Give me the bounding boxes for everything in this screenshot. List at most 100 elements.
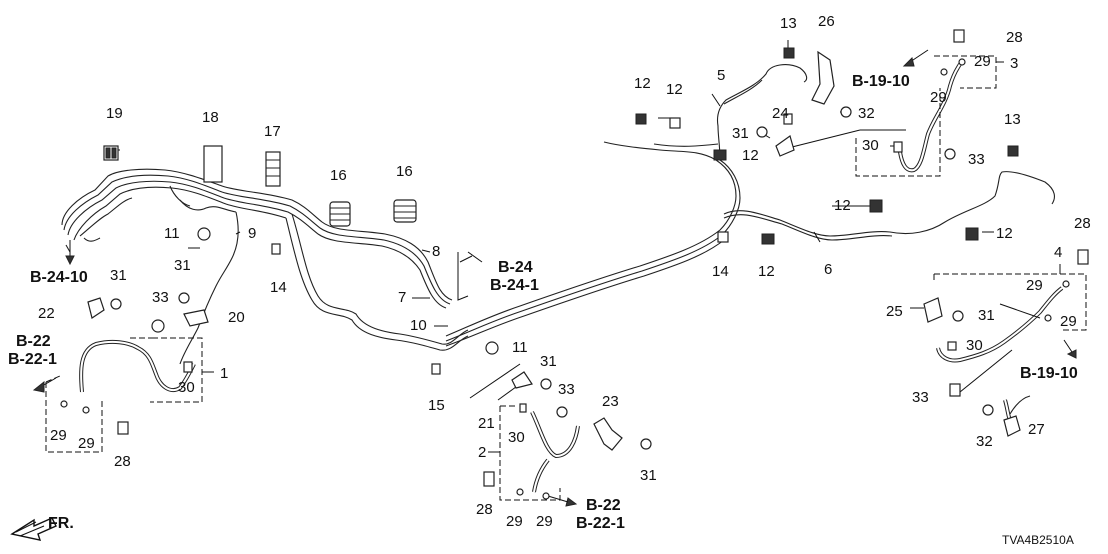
- callout-8: 8: [432, 243, 440, 260]
- callout-29g: 29: [1026, 277, 1043, 294]
- callout-11b: 11: [512, 339, 528, 356]
- callout-30b: 30: [508, 429, 525, 446]
- callout-32a: 32: [858, 105, 875, 122]
- bracket-20-icon: [183, 309, 209, 327]
- callout-30c: 30: [862, 137, 879, 154]
- callout-labels: 1 2 3 4 5 6 7 8 9 10 11 11 12 12 12 12 1…: [38, 13, 1091, 530]
- callout-22: 22: [38, 305, 55, 322]
- callout-31d: 31: [640, 467, 657, 484]
- clip-17-icon: [265, 151, 281, 187]
- bracket-27-icon: [1003, 395, 1031, 437]
- grommet-11-icon: [197, 227, 499, 355]
- clip-16b-icon: [393, 199, 417, 223]
- callout-12d: 12: [758, 263, 775, 280]
- callout-31c: 31: [540, 353, 557, 370]
- callout-29f: 29: [974, 53, 991, 70]
- callout-31a: 31: [110, 267, 127, 284]
- bracket-24-icon: [775, 135, 795, 157]
- callout-15: 15: [428, 397, 445, 414]
- bracket-23-icon: [593, 417, 623, 451]
- callout-9: 9: [248, 225, 256, 242]
- callout-17: 17: [264, 123, 281, 140]
- callout-12a: 12: [634, 75, 651, 92]
- callout-16b: 16: [396, 163, 413, 180]
- left-pipe-bundle: [61, 168, 453, 309]
- callout-28c: 28: [1006, 29, 1023, 46]
- callout-12f: 12: [996, 225, 1013, 242]
- long-pipe-run: [445, 64, 1055, 347]
- clip-13-icon: [783, 47, 1019, 157]
- spring-18-icon: [203, 145, 223, 183]
- ref-b-24-10: B-24-10: [30, 269, 88, 286]
- callout-30d: 30: [966, 337, 983, 354]
- callout-29d: 29: [536, 513, 553, 530]
- bolt-icon: [117, 29, 1089, 487]
- callout-28b: 28: [476, 501, 493, 518]
- center-loop-pipe: [179, 211, 469, 365]
- clip-19-icon: [103, 145, 119, 161]
- ref-b-22-left: B-22: [16, 333, 51, 350]
- callout-28d: 28: [1074, 215, 1091, 232]
- ref-b-24-1: B-24-1: [490, 277, 539, 294]
- ref-b-22-bottom: B-22: [586, 497, 621, 514]
- ref-b-24: B-24: [498, 259, 533, 276]
- washer-icon: [60, 58, 1070, 500]
- callout-20: 20: [228, 309, 245, 326]
- callout-33d: 33: [912, 389, 929, 406]
- callout-31e: 31: [732, 125, 749, 142]
- callout-24: 24: [772, 105, 789, 122]
- group-boxes: [45, 55, 1087, 501]
- callout-25: 25: [886, 303, 903, 320]
- callout-27: 27: [1028, 421, 1045, 438]
- callout-31b: 31: [174, 257, 191, 274]
- callout-33a: 33: [152, 289, 169, 306]
- callout-28a: 28: [114, 453, 131, 470]
- front-arrow-icon: [10, 517, 57, 541]
- bracket-25-icon: [923, 297, 943, 323]
- callout-29b: 29: [78, 435, 95, 452]
- ref-b-22-1-left: B-22-1: [8, 351, 57, 368]
- callout-23: 23: [602, 393, 619, 410]
- callout-12b: 12: [666, 81, 683, 98]
- ref-b-19-10-right: B-19-10: [1020, 365, 1078, 382]
- callout-10: 10: [410, 317, 427, 334]
- callout-33b: 33: [558, 381, 575, 398]
- callout-16a: 16: [330, 167, 347, 184]
- callout-13b: 13: [1004, 111, 1021, 128]
- callout-32b: 32: [976, 433, 993, 450]
- reference-labels: B-24-10 B-24 B-24-1 B-22 B-22-1 B-22 B-2…: [8, 73, 1078, 532]
- callout-26: 26: [818, 13, 835, 30]
- bracket-26-icon: [811, 50, 835, 105]
- callout-12c: 12: [742, 147, 759, 164]
- callout-7: 7: [398, 289, 406, 306]
- callout-29h: 29: [1060, 313, 1077, 330]
- callout-18: 18: [202, 109, 219, 126]
- clip-14-icon: [271, 231, 729, 375]
- callout-14b: 14: [712, 263, 729, 280]
- clip-12-icon: [635, 113, 979, 245]
- callout-13a: 13: [780, 15, 797, 32]
- drawing-code: TVA4B2510A: [1002, 533, 1074, 547]
- callout-1: 1: [220, 365, 228, 382]
- bracket-22-icon: [87, 297, 105, 319]
- ref-b-19-10-top: B-19-10: [852, 73, 910, 90]
- callout-33c: 33: [968, 151, 985, 168]
- callout-2: 2: [478, 444, 486, 461]
- callout-3: 3: [1010, 55, 1018, 72]
- callout-12e: 12: [834, 197, 851, 214]
- callout-29c: 29: [506, 513, 523, 530]
- clip-16a-icon: [329, 201, 351, 227]
- callout-4: 4: [1054, 244, 1062, 261]
- callout-30a: 30: [178, 379, 195, 396]
- callout-21: 21: [478, 415, 495, 432]
- ref-b-22-1-bottom: B-22-1: [576, 515, 625, 532]
- callout-14a: 14: [270, 279, 287, 296]
- nut-icon: [110, 106, 994, 450]
- callout-5: 5: [717, 67, 725, 84]
- reference-arrows: [32, 49, 1077, 507]
- clip-30-icon: [183, 141, 957, 413]
- callout-6: 6: [824, 261, 832, 278]
- brake-hoses: [79, 63, 1064, 493]
